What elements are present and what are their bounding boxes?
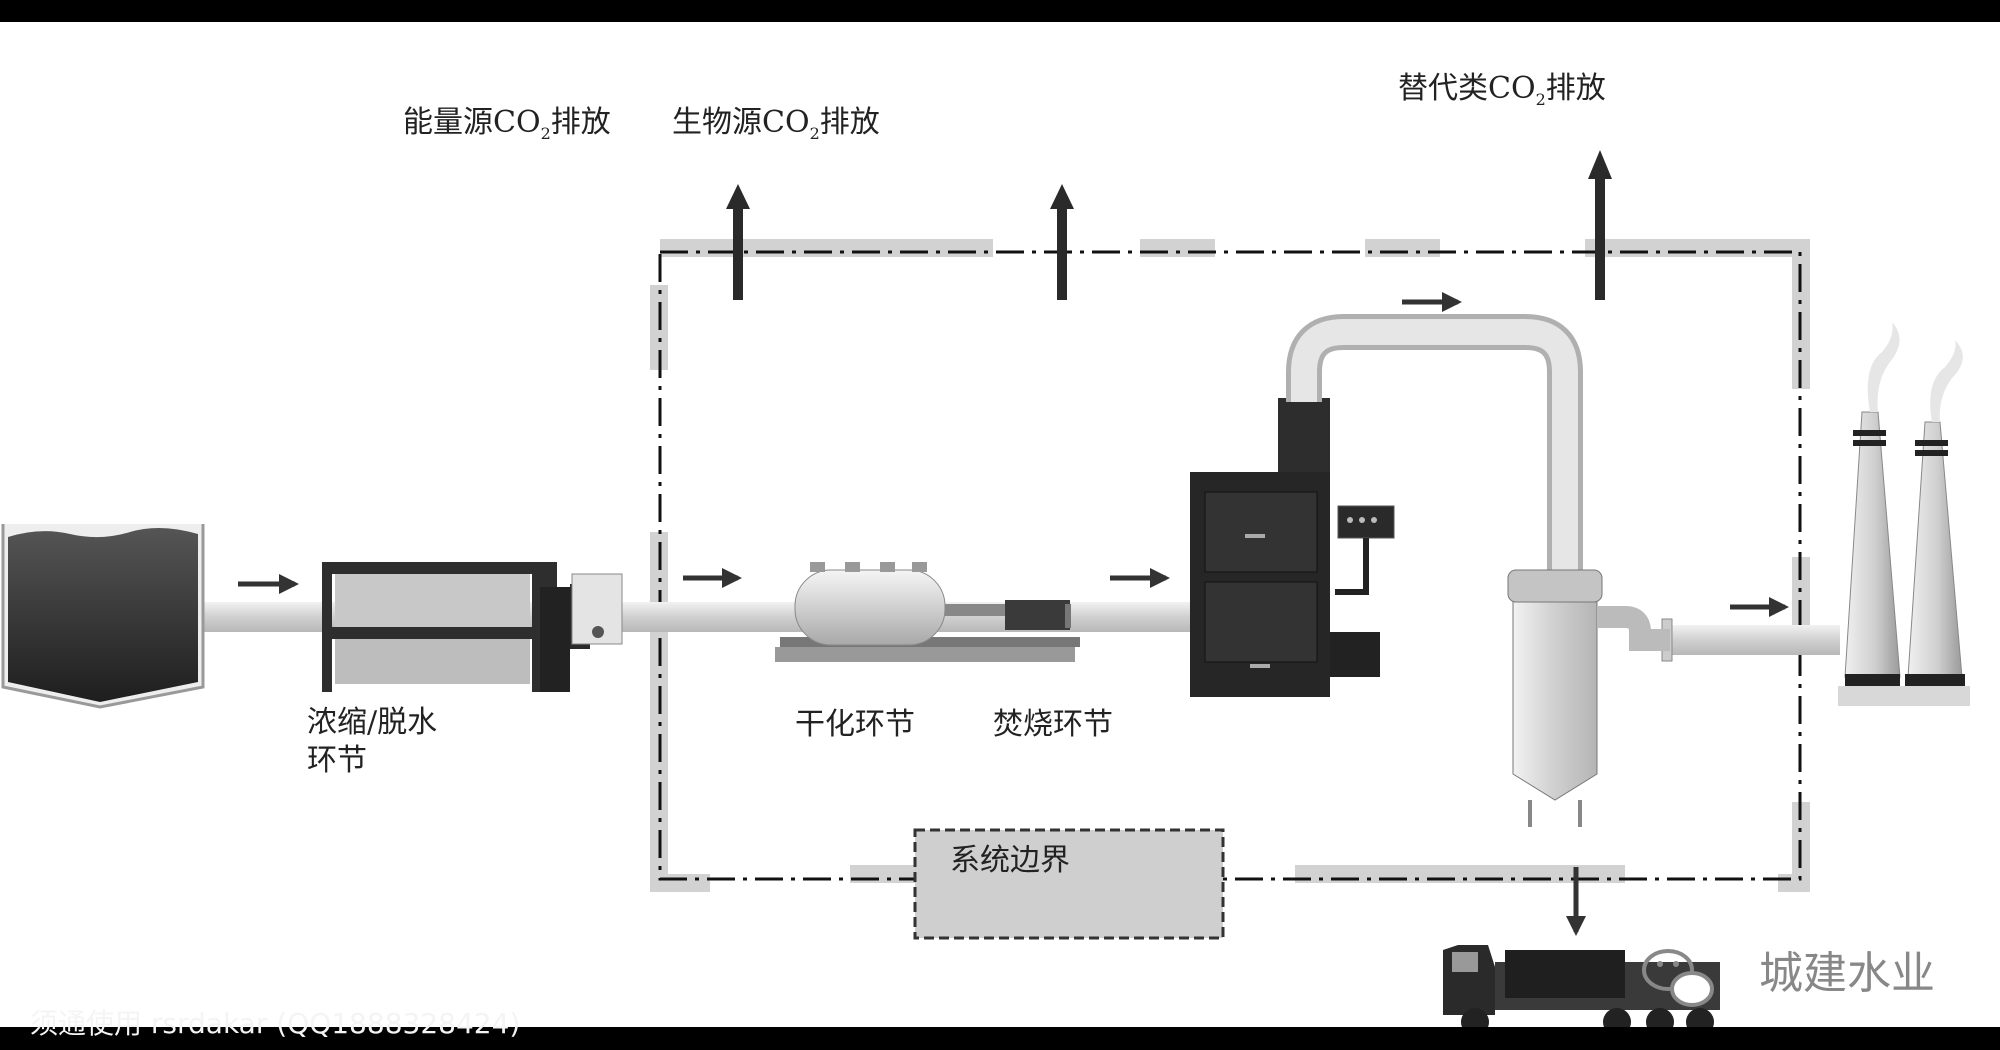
outlet-pipe xyxy=(1670,625,1840,655)
flue-pipe xyxy=(1286,314,1583,582)
wechat-icon xyxy=(1642,949,1714,1007)
thickening-dewatering-label: 浓缩/脱水 环节 xyxy=(307,705,438,778)
caption-text: 须通使用 rsrdakar (QQ1888328424) xyxy=(30,1007,521,1040)
bio-co2-label: 生物源CO2排放 xyxy=(672,105,880,143)
scrubber-tank xyxy=(1507,569,1670,827)
system-boundary-line xyxy=(658,250,1802,881)
co2-emission-arrows xyxy=(726,150,1612,300)
chimneys xyxy=(1838,322,1970,706)
system-boundary-label: 系统边界 xyxy=(950,843,1070,878)
watermark-text: 城建水业 xyxy=(1759,948,1935,999)
system-boundary-legend-box xyxy=(913,828,1225,940)
substitute-co2-label: 替代类CO2排放 xyxy=(1398,71,1606,109)
truck xyxy=(1443,945,1720,1027)
energy-co2-label: 能量源CO2排放 xyxy=(403,105,611,143)
sludge-tank xyxy=(1,524,205,709)
diagram-panel: 能量源CO2排放 生物源CO2排放 替代类CO2排放 浓缩/脱水 环节 干化环节… xyxy=(0,22,2000,1027)
incineration-stage-label: 焚烧环节 xyxy=(993,707,1113,742)
dryer xyxy=(775,562,1080,662)
process-diagram xyxy=(1,150,1970,1027)
filter-press xyxy=(322,562,623,692)
flow-arrows xyxy=(238,292,1789,936)
drying-stage-label: 干化环节 xyxy=(795,707,915,742)
incinerator xyxy=(1190,398,1395,697)
